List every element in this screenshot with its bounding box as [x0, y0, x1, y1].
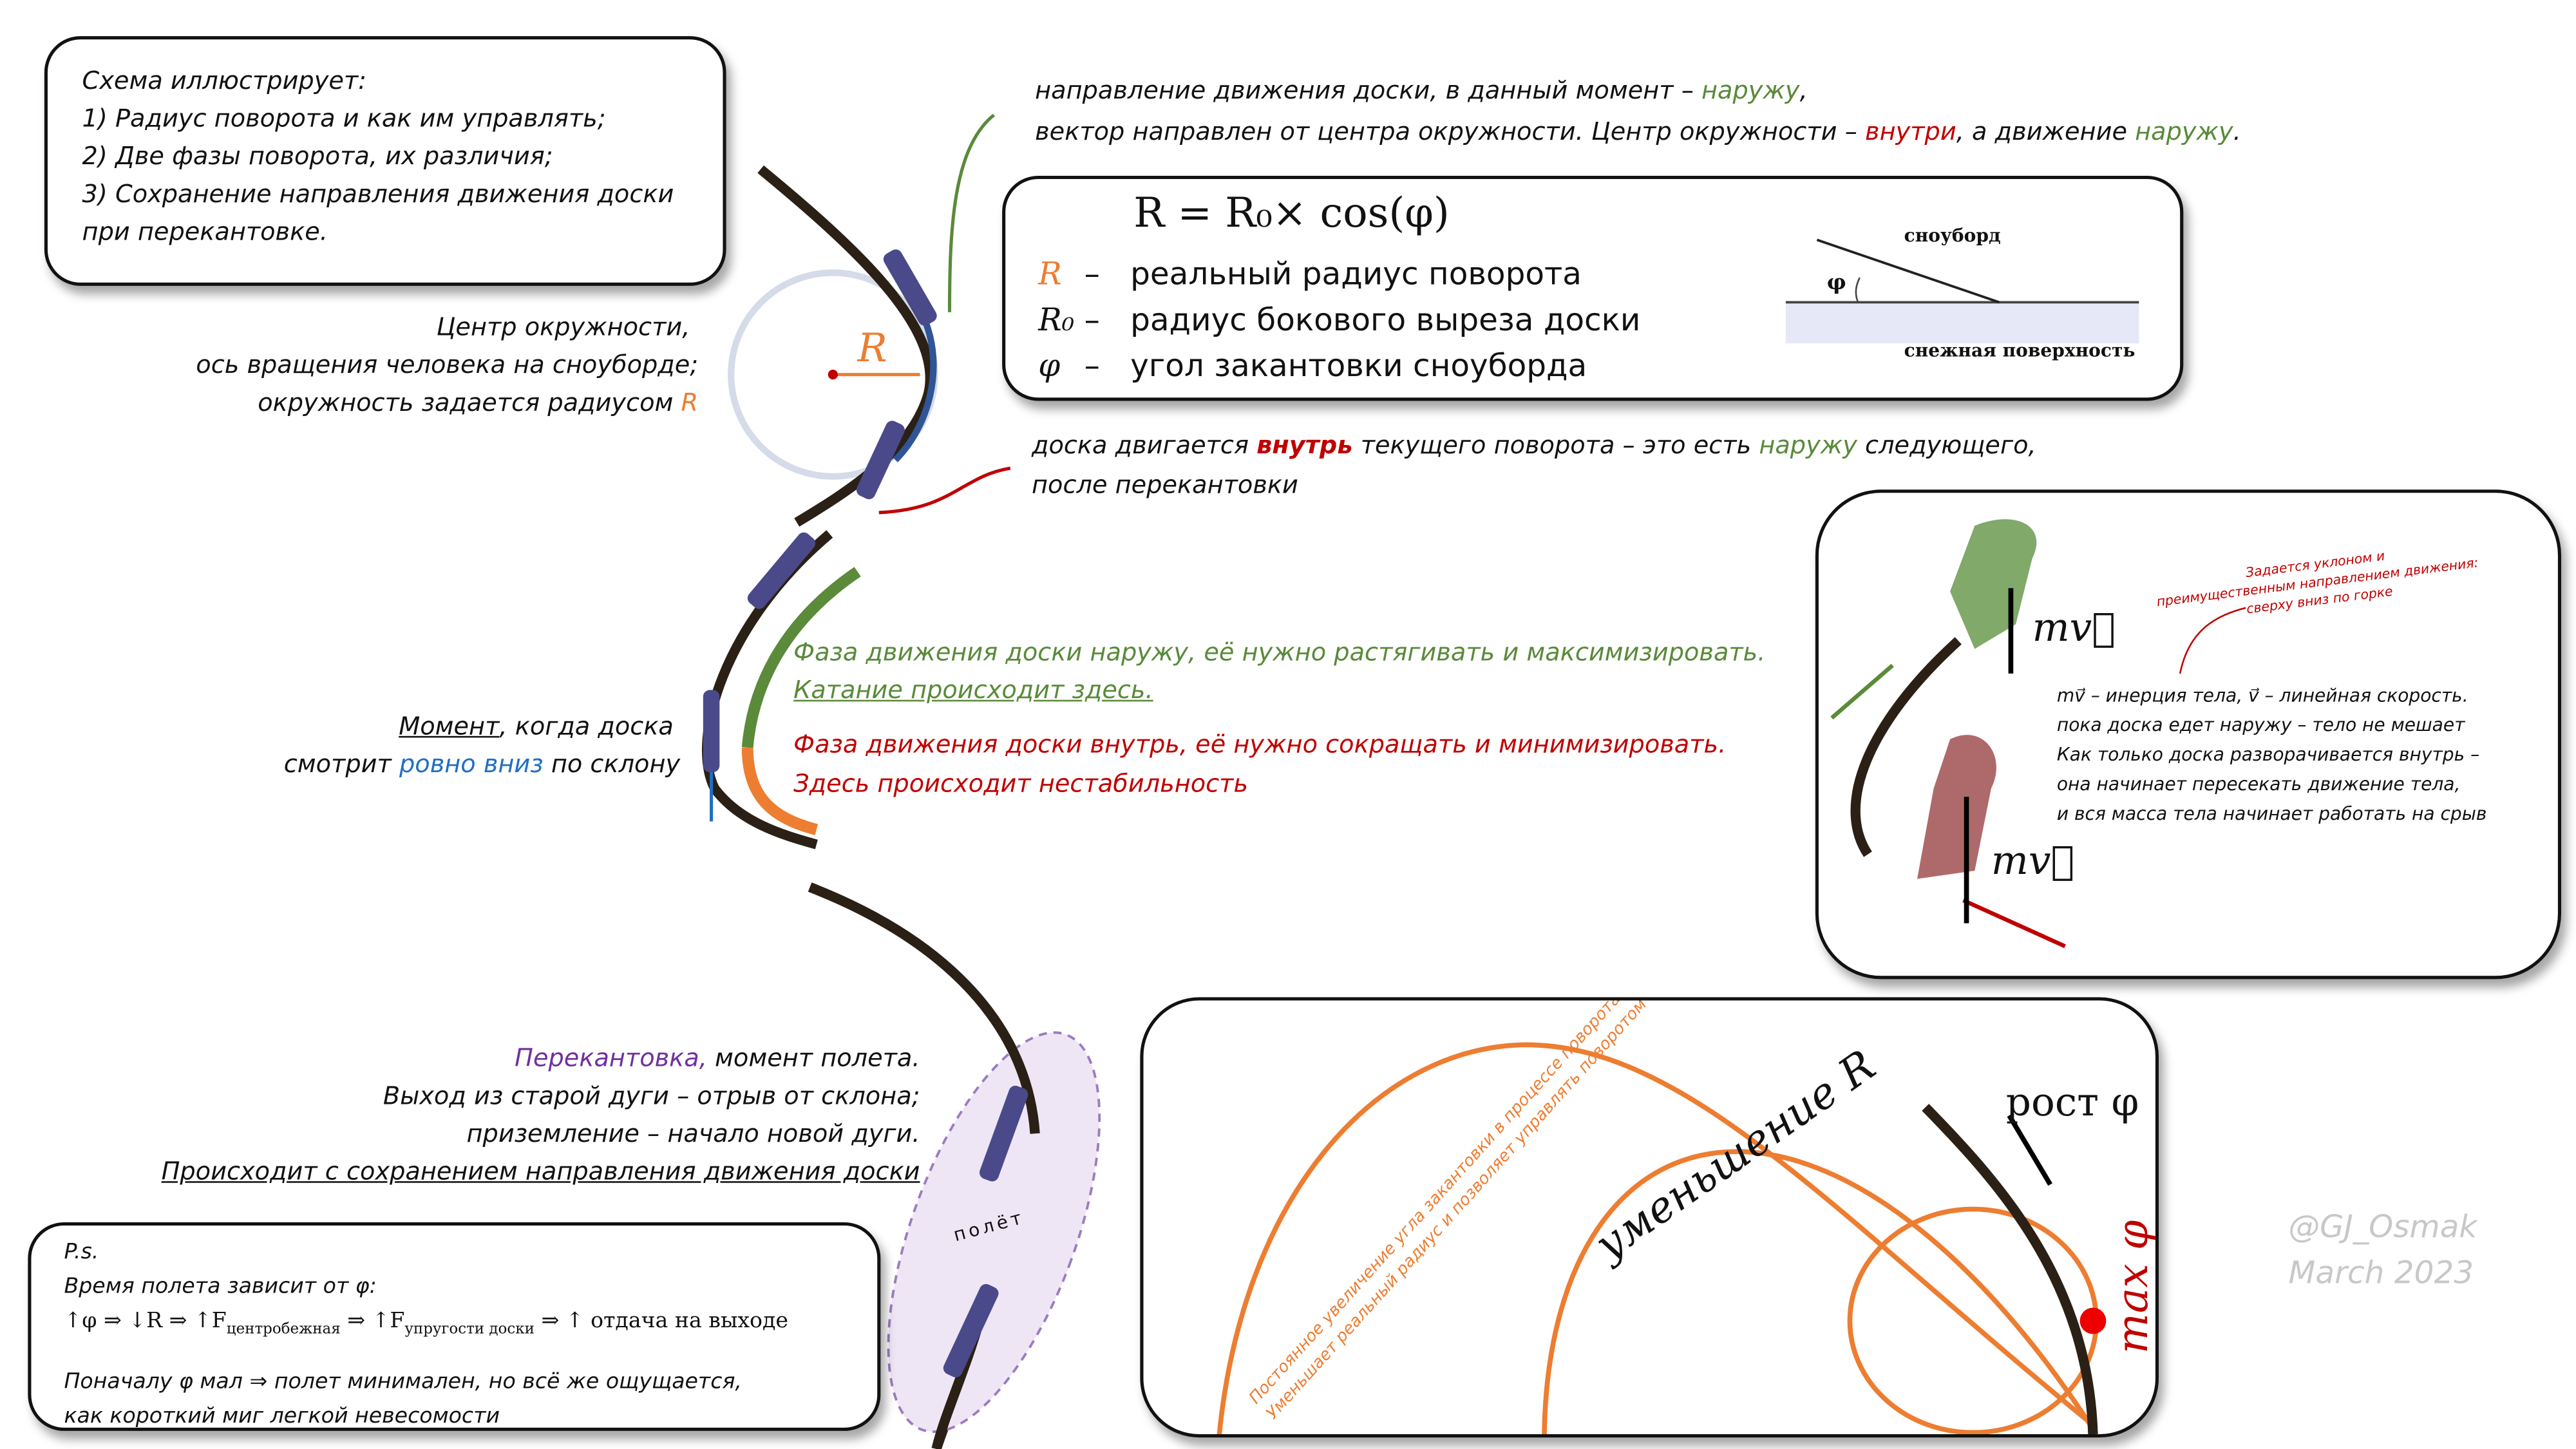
inward-phase-text: Фаза движения доски внутрь, её нужно сок…: [793, 729, 1727, 799]
growth-arrow: [2007, 1114, 2052, 1186]
edge-angle-diagram: [1785, 238, 2139, 344]
red-rider-silhouette: [1917, 735, 1996, 879]
snowboard-label: сноуборд: [1904, 225, 2001, 247]
inward-note: доска двигается внутрь текущего поворота…: [1032, 430, 2036, 500]
intro-box: Схема иллюстрирует: 1) Радиус поворота и…: [44, 36, 726, 286]
center-dot: [828, 369, 838, 380]
radius-box: рост φ уменьшение R max φ Постоянное уве…: [1140, 997, 2159, 1438]
board-edge-curve: [1922, 1104, 2098, 1435]
snowboard-2: [883, 249, 937, 326]
angle-label: φ: [1826, 270, 1846, 296]
surface-label: снежная поверхность: [1904, 340, 2136, 362]
board-track-1: [757, 165, 935, 527]
intro-line: при перекантовке.: [82, 216, 328, 247]
formula-box: R = R₀× cos(φ) R–реальный радиус поворот…: [1002, 175, 2184, 401]
moment-note: Момент, когда доска смотрит ровно вниз п…: [283, 711, 681, 779]
max-angle-point: [2079, 1307, 2107, 1334]
intro-line: 3) Сохранение направления движения доски: [82, 179, 674, 209]
snowboard-4: [747, 532, 816, 609]
flight-ellipse: [887, 1031, 1101, 1434]
formula-legend: R–реальный радиус поворота R₀–радиус бок…: [1038, 256, 1641, 384]
inertia-explanation: mv⃗ – инерция тела, v⃗ – линейная скорос…: [2056, 685, 2487, 825]
inward-phase-arc: [741, 747, 819, 835]
center-note: Центр окружности, ось вращения человека …: [196, 312, 699, 417]
green-pointer-arrow: [947, 113, 995, 312]
outward-arc: [893, 319, 937, 462]
inertia-track: [1850, 637, 1962, 857]
outward-phase-text: Фаза движения доски наружу, её нужно рас…: [793, 637, 1766, 705]
formula-main: R = R₀× cos(φ): [1133, 189, 1450, 237]
flight-note: Перекантовка, момент полета. Выход из ст…: [161, 1043, 920, 1186]
green-velocity-arrow: [1830, 663, 1894, 720]
snowboard-1: [703, 690, 720, 772]
mv-label-bottom: mv⃗: [1991, 838, 2075, 884]
intro-line: 2) Две фазы поворота, их различия;: [82, 141, 553, 171]
intro-line: Схема иллюстрирует:: [82, 66, 367, 95]
red-velocity-arrow: [1962, 898, 2066, 949]
green-rider-silhouette: [1950, 519, 2037, 649]
direction-note: направление движения доски, в данный мом…: [1035, 75, 2241, 147]
annotation-arrow: [2179, 607, 2246, 674]
outward-phase-arc: [741, 567, 861, 748]
medium-radius-arc: [1542, 1149, 2099, 1435]
mv-label-top: mv⃗: [2032, 604, 2116, 651]
intro-line: 1) Радиус поворота и как им управлять;: [82, 103, 606, 133]
snowboard-6: [943, 1283, 999, 1378]
max-angle-label: max φ: [2109, 1220, 2159, 1354]
small-radius-circle: [1847, 1206, 2099, 1435]
snowboard-5: [979, 1085, 1028, 1182]
growth-label: рост φ: [2005, 1079, 2139, 1126]
ps-box: P.s. Время полета зависит от φ: ↑φ ⇒ ↓R …: [28, 1222, 881, 1431]
ps-title: P.s.: [64, 1240, 99, 1265]
snowboard-3: [856, 421, 905, 500]
red-pointer-arrow: [878, 466, 1011, 515]
circle-radius-label: R: [857, 325, 887, 372]
